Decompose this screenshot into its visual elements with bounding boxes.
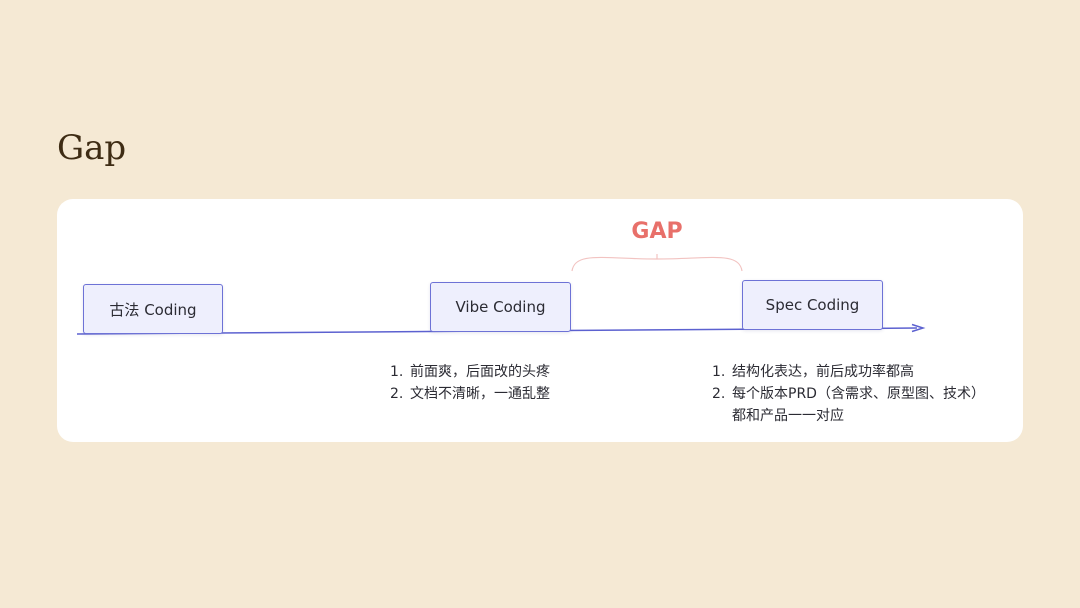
note-text: 文档不清晰，一通乱整	[410, 386, 550, 402]
stage-ancient-coding: 古法 Coding	[83, 284, 223, 334]
spec-coding-notes: 1. 结构化表达，前后成功率都高 2. 每个版本PRD（含需求、原型图、技术） …	[712, 361, 985, 427]
vibe-coding-notes: 1. 前面爽，后面改的头疼 2. 文档不清晰，一通乱整	[390, 361, 550, 405]
slide-title: Gap	[57, 128, 127, 168]
list-item: 1. 前面爽，后面改的头疼	[390, 361, 550, 383]
note-text: 结构化表达，前后成功率都高	[732, 364, 914, 380]
stage-vibe-coding: Vibe Coding	[430, 282, 571, 332]
list-item: 2. 每个版本PRD（含需求、原型图、技术） 都和产品一一对应	[712, 383, 985, 427]
note-number: 1.	[390, 364, 404, 380]
gap-label: GAP	[631, 219, 683, 244]
note-text: 前面爽，后面改的头疼	[410, 364, 550, 380]
list-item: 2. 文档不清晰，一通乱整	[390, 383, 550, 405]
stage-spec-coding: Spec Coding	[742, 280, 883, 330]
note-text: 每个版本PRD（含需求、原型图、技术） 都和产品一一对应	[732, 386, 985, 424]
note-number: 1.	[712, 364, 726, 380]
list-item: 1. 结构化表达，前后成功率都高	[712, 361, 985, 383]
timeline-arrowhead	[911, 323, 926, 333]
note-number: 2.	[390, 386, 404, 402]
note-number: 2.	[712, 386, 726, 402]
gap-brace	[571, 254, 743, 272]
diagram-card: GAP 古法 Coding Vibe Coding Spec Coding 1.…	[57, 199, 1023, 442]
